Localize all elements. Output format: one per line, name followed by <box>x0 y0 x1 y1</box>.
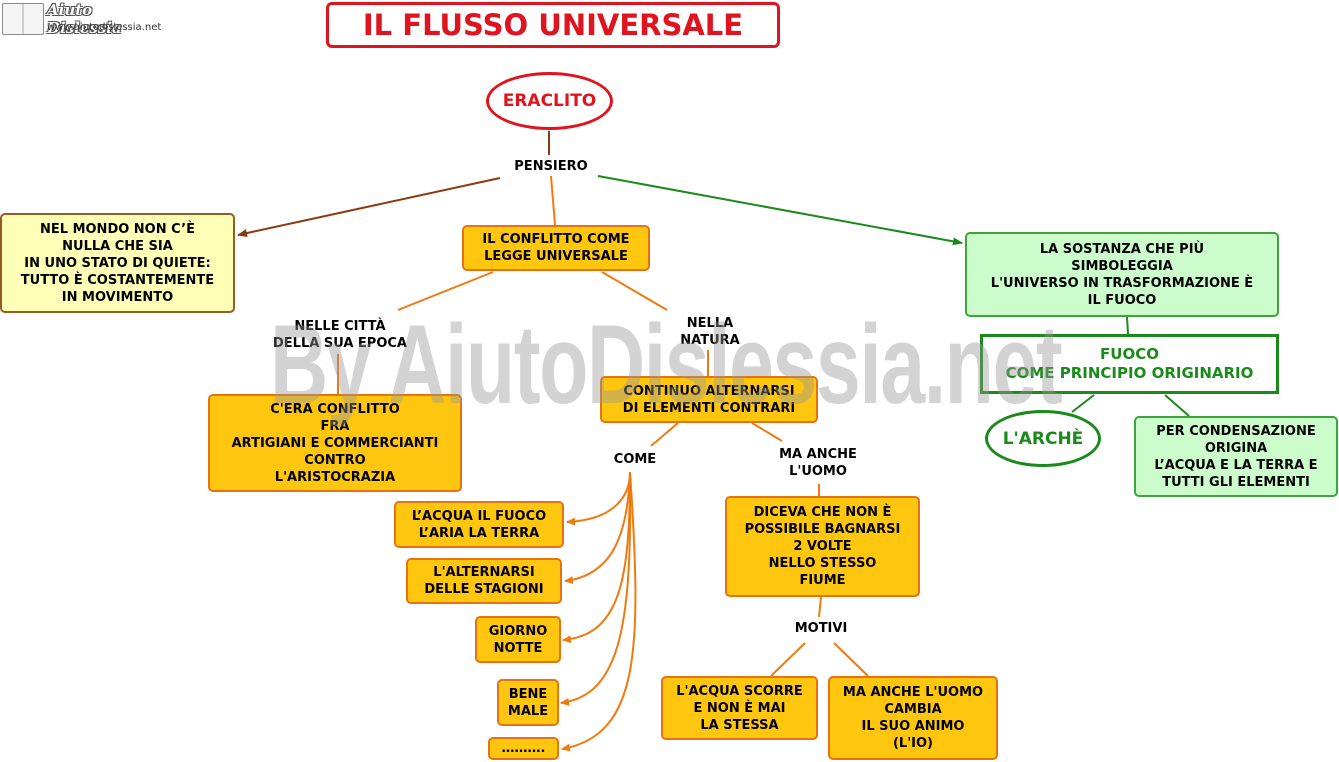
label-come: COME <box>605 451 665 468</box>
arrow-pensiero-sostanza <box>597 175 963 246</box>
link-continuo-come <box>650 422 679 447</box>
logo-url: www.aiutodislessia.net <box>47 22 162 33</box>
link-fuoco-arche <box>1071 394 1095 413</box>
node-artigiani: C'ERA CONFLITTO FRA ARTIGIANI E COMMERCI… <box>208 394 462 492</box>
label-natura: NELLA NATURA <box>664 315 756 349</box>
node-dots: ………. <box>488 737 559 760</box>
node-continuo: CONTINUO ALTERNARSI DI ELEMENTI CONTRARI <box>600 376 818 423</box>
label-motivi: MOTIVI <box>781 620 861 637</box>
curve-come-giorno <box>562 471 631 644</box>
node-arche: L'ARCHÈ <box>985 410 1101 467</box>
link-conflitto-citta <box>397 271 494 311</box>
node-acqua-scorre: L'ACQUA SCORRE E NON È MAI LA STESSA <box>661 676 818 740</box>
curve-come-bene <box>560 471 632 706</box>
node-stagioni: L'ALTERNARSI DELLE STAGIONI <box>406 558 562 604</box>
link-continuo-uomo <box>751 422 783 442</box>
node-uomo-cambia: MA ANCHE L'UOMO CAMBIA IL SUO ANIMO (L'I… <box>828 676 998 760</box>
book-icon <box>2 3 44 35</box>
link-sostanza-fuoco <box>1126 316 1129 335</box>
node-mondo: NEL MONDO NON C’È NULLA CHE SIA IN UNO S… <box>0 213 235 313</box>
node-bene: BENE MALE <box>497 679 559 726</box>
curve-come-acqua <box>566 471 631 526</box>
node-diceva: DICEVA CHE NON È POSSIBILE BAGNARSI 2 VO… <box>725 496 920 597</box>
node-fuoco: FUOCO COME PRINCIPIO ORIGINARIO <box>980 334 1279 394</box>
link-pensiero-conflitto <box>550 175 556 226</box>
arrow-pensiero-mondo <box>237 177 501 237</box>
curve-come-stagioni <box>564 471 631 585</box>
map-title: IL FLUSSO UNIVERSALE <box>326 2 780 48</box>
link-fuoco-condensazione <box>1164 394 1190 417</box>
link-diceva-motivi <box>818 596 822 618</box>
node-acqua-fuoco: L’ACQUA IL FUOCO L’ARIA LA TERRA <box>394 501 564 548</box>
link-motivi-scorre <box>770 642 806 677</box>
site-logo[interactable]: Aiuto Dislessia www.aiutodislessia.net <box>0 0 165 38</box>
link-conflitto-natura <box>601 271 668 311</box>
label-citta: NELLE CITTÀ DELLA SUA EPOCA <box>262 318 418 352</box>
label-pensiero: PENSIERO <box>504 158 598 175</box>
node-giorno: GIORNO NOTTE <box>475 616 561 663</box>
node-eraclito: ERACLITO <box>486 72 613 130</box>
node-condensazione: PER CONDENSAZIONE ORIGINA L’ACQUA E LA T… <box>1134 416 1338 497</box>
logo-title: Aiuto Dislessia <box>47 1 122 37</box>
curve-come-dots <box>561 471 637 752</box>
label-uomo: MA ANCHE L'UOMO <box>766 446 870 480</box>
link-motivi-cambia <box>833 642 869 677</box>
node-sostanza: LA SOSTANZA CHE PIÙ SIMBOLEGGIA L'UNIVER… <box>965 232 1279 317</box>
node-conflitto: IL CONFLITTO COME LEGGE UNIVERSALE <box>462 225 650 271</box>
